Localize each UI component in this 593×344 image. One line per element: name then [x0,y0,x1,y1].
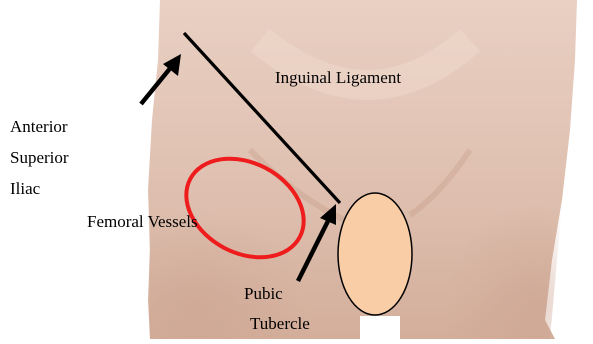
inguinal-ligament-label: Inguinal Ligament [275,68,401,87]
modesty-oval [338,193,412,315]
pubic-label-line2: Tubercle [250,314,310,333]
inner-thigh-gap [360,316,400,339]
asis-label-line2: Superior [10,148,69,167]
pubic-label-line1: Pubic [244,284,283,303]
asis-label-line1: Anterior [10,117,68,136]
asis-label-line3: Iliac [10,179,41,198]
femoral-vessels-label: Femoral Vessels [87,212,198,231]
